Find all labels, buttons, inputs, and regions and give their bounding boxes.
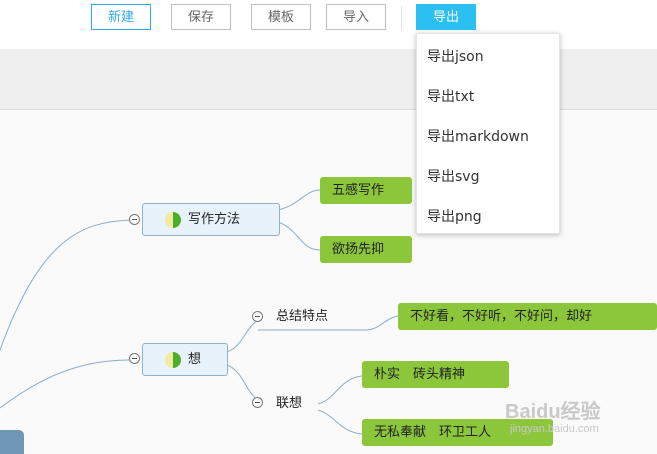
collapse-toggle-writing[interactable] bbox=[129, 214, 140, 225]
export-button[interactable]: 导出 bbox=[416, 4, 476, 30]
menu-item-export-txt[interactable]: 导出txt bbox=[427, 89, 475, 105]
new-button[interactable]: 新建 bbox=[91, 4, 151, 30]
leaf-suppress-first[interactable]: 欲扬先抑 bbox=[320, 236, 412, 263]
template-button[interactable]: 模板 bbox=[251, 4, 311, 30]
connector-root-think bbox=[0, 359, 131, 409]
collapse-toggle-association[interactable] bbox=[252, 397, 263, 408]
progress-icon bbox=[165, 352, 181, 368]
connector-writing-suppress bbox=[277, 221, 321, 251]
topic-think[interactable]: 想 bbox=[142, 343, 228, 376]
leaf-selfless-sanitation[interactable]: 无私奉献 环卫工人 bbox=[362, 419, 553, 446]
save-button[interactable]: 保存 bbox=[171, 4, 231, 30]
export-dropdown-menu: 导出json 导出txt 导出markdown 导出svg 导出png bbox=[416, 33, 560, 234]
import-button[interactable]: 导入 bbox=[326, 4, 386, 30]
menu-item-export-markdown[interactable]: 导出markdown bbox=[427, 129, 529, 145]
topic-label: 想 bbox=[188, 352, 202, 367]
toolbar-divider bbox=[401, 6, 402, 30]
progress-icon bbox=[165, 212, 181, 228]
watermark-url: jingyan.baidu.com bbox=[510, 423, 599, 435]
topic-label: 写作方法 bbox=[188, 212, 241, 227]
menu-item-export-svg[interactable]: 导出svg bbox=[427, 169, 480, 185]
watermark-brand: Baidu经验 bbox=[505, 401, 601, 423]
connector-writing-five bbox=[277, 189, 321, 211]
leaf-five-senses[interactable]: 五感写作 bbox=[320, 177, 412, 204]
leaf-summary-detail[interactable]: 不好看，不好听，不好问，却好 bbox=[398, 303, 657, 330]
connector-association-selfless bbox=[317, 409, 363, 435]
watermark: Baidu经验 jingyan.baidu.com bbox=[505, 395, 601, 435]
menu-item-export-json[interactable]: 导出json bbox=[427, 49, 484, 65]
connector-root-writing bbox=[0, 219, 131, 351]
connector-association-plain bbox=[317, 375, 363, 405]
toolbar: 新建 保存 模板 导入 导出 bbox=[0, 0, 657, 49]
leaf-plain-brick[interactable]: 朴实 砖头精神 bbox=[362, 361, 509, 388]
topic-writing-method[interactable]: 写作方法 bbox=[142, 203, 280, 236]
collapse-toggle-summary[interactable] bbox=[252, 311, 263, 322]
connector-think-summary bbox=[226, 317, 263, 353]
connector-summary-detail bbox=[258, 315, 399, 331]
subtopic-summary[interactable]: 总结特点 bbox=[276, 309, 329, 324]
menu-item-export-png[interactable]: 导出png bbox=[427, 209, 482, 225]
root-topic-edge[interactable] bbox=[0, 430, 24, 454]
subtopic-association[interactable]: 联想 bbox=[276, 396, 303, 411]
collapse-toggle-think[interactable] bbox=[129, 353, 140, 364]
